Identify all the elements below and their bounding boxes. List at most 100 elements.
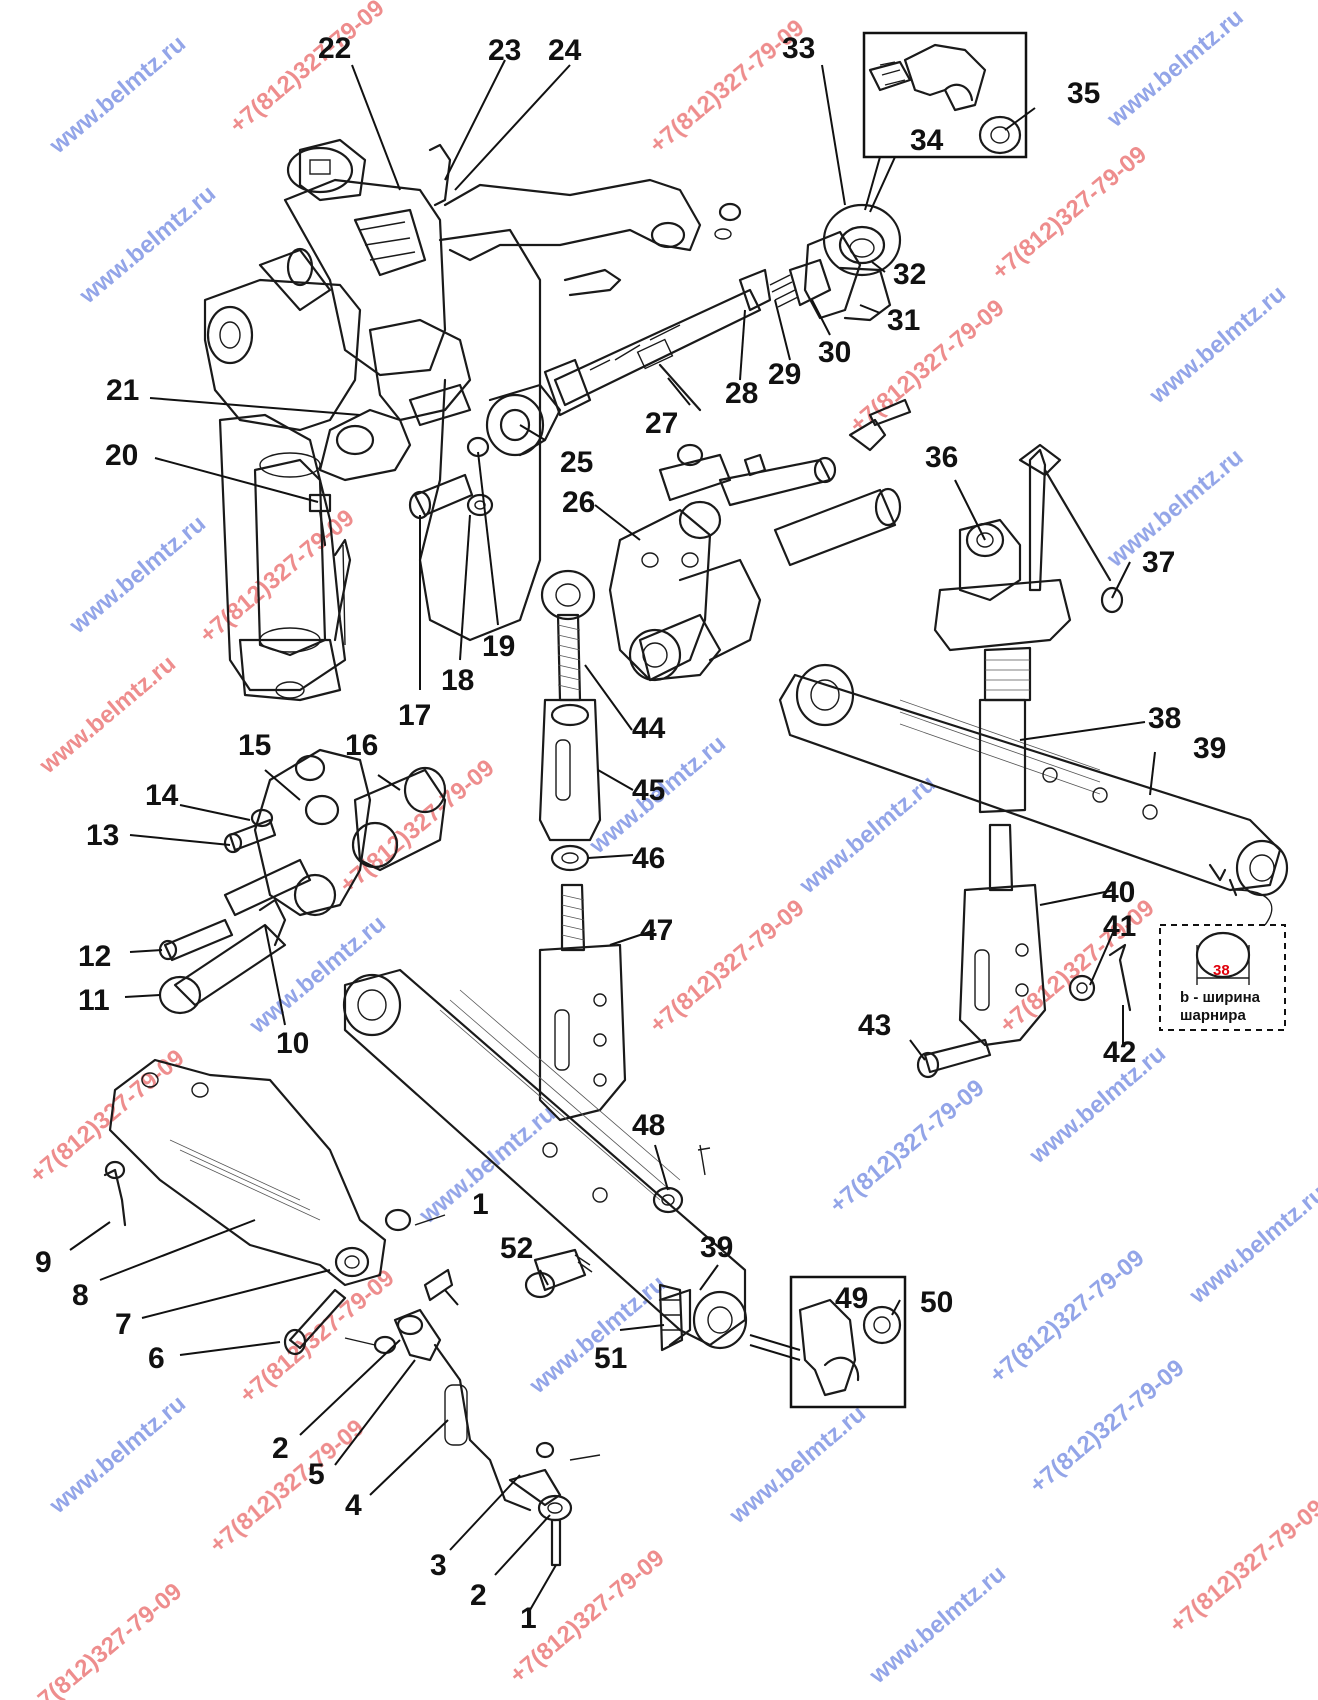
callout-37: 37 — [1142, 546, 1175, 579]
left-lower-link — [342, 968, 748, 1350]
bolt-21 — [408, 383, 472, 427]
hinge-width-dimension: 38 — [1213, 962, 1230, 979]
callout-41: 41 — [1103, 910, 1136, 943]
callout-1: 1 — [520, 1602, 537, 1635]
callout-2: 2 — [272, 1432, 289, 1465]
callout-50: 50 — [920, 1286, 953, 1319]
callout-11: 11 — [78, 984, 110, 1017]
watermark-phone: +7(812)327-79-09 — [335, 754, 500, 899]
callout-51: 51 — [594, 1342, 627, 1375]
watermark-site: www.belmtz.ru — [1101, 4, 1248, 134]
watermark-phone: +7(812)327-79-09 — [825, 1074, 990, 1219]
watermark-phone: +7(812)327-79-09 — [985, 1244, 1150, 1389]
callout-21: 21 — [106, 374, 139, 407]
callout-47: 47 — [640, 914, 673, 947]
inset-hook-34 — [862, 31, 1028, 213]
callout-34: 34 — [910, 124, 944, 157]
callout-4: 4 — [345, 1489, 362, 1522]
callout-42: 42 — [1103, 1036, 1136, 1069]
chain-1-5 — [344, 1268, 601, 1567]
callout-43: 43 — [858, 1009, 891, 1042]
upper-link — [485, 203, 902, 457]
nut-18 — [466, 493, 494, 517]
bracket-10-16 — [158, 748, 447, 1015]
callout-2: 2 — [470, 1579, 487, 1612]
callout-31: 31 — [887, 304, 920, 337]
watermark-site: www.belmtz.ru — [724, 1400, 871, 1530]
callout-22: 22 — [318, 32, 351, 65]
watermark-phone: +7(812)327-79-09 — [845, 294, 1010, 439]
callout-27: 27 — [645, 407, 678, 440]
callout-52: 52 — [500, 1232, 533, 1265]
callout-33: 33 — [782, 32, 815, 65]
callout-5: 5 — [308, 1458, 325, 1491]
inset-hook-49 — [749, 1275, 907, 1409]
watermark-phone: +7(812)327-79-09 — [225, 0, 390, 139]
callout-49: 49 — [835, 1282, 868, 1315]
watermark-site: www.belmtz.ru — [864, 1560, 1011, 1690]
callout-3: 3 — [430, 1549, 447, 1582]
watermark-site: www.belmtz.ru — [64, 510, 211, 640]
watermark-site: www.belmtz.ru — [1184, 1180, 1318, 1310]
callout-10: 10 — [276, 1027, 309, 1060]
callout-38: 38 — [1148, 702, 1181, 735]
brace-44-47 — [538, 569, 627, 1122]
hydraulic-housing — [203, 138, 742, 702]
watermark-site: www.belmtz.ru — [44, 30, 191, 160]
callout-8: 8 — [72, 1279, 89, 1312]
watermark-site: www.belmtz.ru — [74, 180, 221, 310]
callout-1: 1 — [472, 1188, 489, 1221]
callout-9: 9 — [35, 1246, 52, 1279]
callout-7: 7 — [115, 1308, 132, 1341]
watermark-phone: +7(812)327-79-09 — [235, 1264, 400, 1409]
watermark-phone: +7(812)327-79-09 — [1025, 1354, 1190, 1499]
hinge-width-note: 38 b - ширина шарнира — [1159, 889, 1286, 1031]
callout-23: 23 — [488, 34, 521, 67]
nut-48 — [652, 1144, 711, 1214]
callout-28: 28 — [725, 377, 758, 410]
bracket-6-9 — [103, 1058, 446, 1356]
callout-35: 35 — [1067, 77, 1100, 110]
callout-26: 26 — [562, 486, 595, 519]
callout-44: 44 — [632, 712, 666, 745]
watermarks: www.belmtz.ru +7(812)327-79-09 +7(812)32… — [22, 0, 1318, 1700]
watermark-phone: +7(812)327-79-09 — [1165, 1494, 1318, 1639]
callout-45: 45 — [632, 774, 665, 807]
callout-16: 16 — [345, 729, 378, 762]
callout-36: 36 — [925, 441, 958, 474]
watermark-site: www.belmtz.ru — [1144, 280, 1291, 410]
callout-40: 40 — [1102, 876, 1135, 909]
watermark-site: www.belmtz.ru — [34, 650, 181, 780]
callout-48: 48 — [632, 1109, 665, 1142]
latch-51 — [658, 1283, 684, 1352]
callout-32: 32 — [893, 258, 926, 291]
callout-12: 12 — [78, 940, 111, 973]
callout-18: 18 — [441, 664, 474, 697]
callout-25: 25 — [560, 446, 593, 479]
callout-6: 6 — [148, 1342, 165, 1375]
note-line-2: шарнира — [1180, 1007, 1246, 1024]
callout-13: 13 — [86, 819, 119, 852]
callout-19: 19 — [482, 630, 515, 663]
watermark-site: www.belmtz.ru — [794, 770, 941, 900]
callout-numbers: 1 1 2 2 3 4 5 6 7 8 9 10 11 12 13 14 15 … — [35, 32, 1226, 1635]
note-line-1: b - ширина — [1180, 989, 1261, 1006]
callout-39: 39 — [700, 1231, 733, 1264]
watermark-site: www.belmtz.ru — [1024, 1040, 1171, 1170]
callout-20: 20 — [105, 439, 138, 472]
bolt-20 — [308, 493, 332, 547]
watermark-phone: +7(812)327-79-09 — [987, 141, 1152, 286]
watermark-site: www.belmtz.ru — [44, 1390, 191, 1520]
leader-lines — [69, 59, 1156, 1611]
callout-24: 24 — [548, 34, 582, 67]
brace-36-43 — [916, 443, 1132, 1079]
callout-46: 46 — [632, 842, 665, 875]
watermark-phone: +7(812)327-79-09 — [22, 1578, 187, 1700]
callout-29: 29 — [768, 358, 801, 391]
callout-30: 30 — [818, 336, 851, 369]
callout-17: 17 — [398, 699, 431, 732]
callout-15: 15 — [238, 729, 271, 762]
callout-39: 39 — [1193, 732, 1226, 765]
